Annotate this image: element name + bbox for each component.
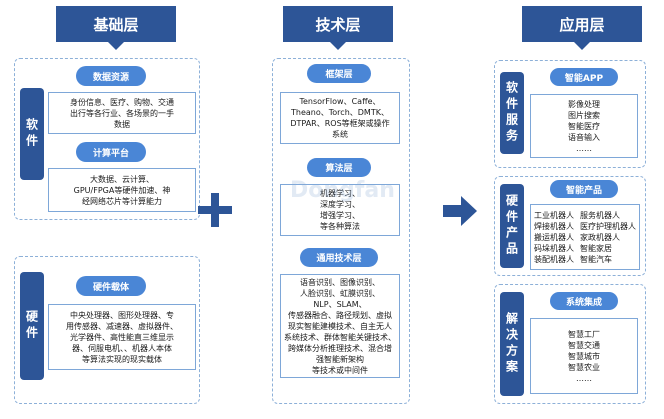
app-hardware-tab: 硬件产品 (500, 184, 524, 268)
text-line: 等技术或中间件 (312, 365, 368, 375)
text-line: 数据 (114, 119, 130, 129)
text-line: 中央处理器、图形处理器、专 (70, 310, 174, 320)
text-line: 大数据、云计算、 (89, 174, 154, 184)
list-item: 工业机器人 (534, 210, 574, 220)
list-item: 智慧工厂 (568, 329, 600, 339)
text-line: TensorFlow、Caffe、 (299, 97, 381, 106)
smart-app-title: 智能APP (550, 68, 618, 86)
header-tech-layer: 技术层 (283, 6, 393, 50)
text-line: 强智能新架构 (316, 354, 364, 364)
list-item: …… (576, 373, 592, 383)
framework-title: 框架层 (307, 64, 371, 83)
app-software-tab: 软件服务 (500, 72, 524, 154)
smart-products-title: 智能产品 (550, 180, 618, 198)
algorithm-box: 机器学习、深度学习、增强学习、等各种算法 (280, 184, 400, 236)
text-line: 等各种算法 (320, 222, 360, 231)
list-item: 语音输入 (568, 132, 600, 142)
text-line: 人脸识别、虹膜识别、 (300, 288, 380, 298)
data-resources-box: 身份信息、医疗、购物、交通出行等各行业、各场景的一手数据 (48, 92, 196, 134)
text-line: 现实智能建模技术、自主无人 (288, 321, 392, 331)
text-line: Theano、Torch、DMTK、 (291, 108, 389, 117)
list-item: 影像处理 (568, 99, 600, 109)
list-item: 服务机器人 (580, 210, 620, 220)
text-line: 身份信息、医疗、购物、交通 (70, 97, 174, 107)
compute-platform-box: 大数据、云计算、GPU/FPGA等硬件加速、神经网络芯片等计算能力 (48, 168, 196, 212)
basic-hardware-tab: 硬件 (20, 272, 44, 380)
smart-app-box: 影像处理图片搜索智能医疗语音输入…… (530, 94, 638, 158)
text-line: DTPAR、ROS等框架或操作 (290, 119, 390, 128)
hardware-carrier-title: 硬件载体 (76, 276, 146, 296)
framework-box: TensorFlow、Caffe、 Theano、Torch、DMTK、 DTPAR… (280, 92, 400, 144)
list-item: 搬运机器人 (534, 232, 574, 242)
list-item: …… (576, 143, 592, 153)
list-item: 智能医疗 (568, 121, 600, 131)
list-item: 医疗护理机器人 (580, 221, 636, 231)
text-line: 跨媒体分析推理技术、混合增 (288, 343, 392, 353)
text-line: 系统技术、群体智能关键技术、 (284, 332, 396, 342)
watermark: Dongfan (290, 178, 395, 203)
text-line: 深度学习、 (320, 200, 360, 209)
smart-products-box: 工业机器人焊接机器人搬运机器人码垛机器人装配机器人 服务机器人医疗护理机器人家政… (530, 204, 640, 270)
list-item: 码垛机器人 (534, 243, 574, 253)
text-line: 等算法实现的现实载体 (82, 354, 162, 364)
list-item: 智慧交通 (568, 340, 600, 350)
list-item: 智能家居 (580, 243, 612, 253)
text-line: 光学器件、高性能直三维显示 (70, 332, 174, 342)
header-basic-layer: 基础层 (56, 6, 176, 50)
system-integration-title: 系统集成 (550, 292, 618, 310)
text-line: 传感器融合、路径规划、虚拟 (288, 310, 392, 320)
general-tech-box: 语音识别、图像识别、人脸识别、虹膜识别、NLP、SLAM、传感器融合、路径规划、… (280, 274, 400, 378)
list-item: 焊接机器人 (534, 221, 574, 231)
text-line: 用传感器、减速器、虚拟器件、 (66, 321, 178, 331)
header-app-layer: 应用层 (522, 6, 642, 50)
list-item: 图片搜索 (568, 110, 600, 120)
basic-software-tab: 软件 (20, 88, 44, 180)
app-solution-tab: 解决方案 (500, 292, 524, 396)
plus-icon (198, 193, 232, 227)
list-item: 智慧农业 (568, 362, 600, 372)
text-line: 机器学习、 (320, 189, 360, 198)
list-item: 智慧城市 (568, 351, 600, 361)
system-integration-box: 智慧工厂智慧交通智慧城市智慧农业…… (530, 318, 638, 394)
algorithm-title: 算法层 (307, 158, 371, 177)
list-item: 智能汽车 (580, 254, 612, 264)
list-item: 装配机器人 (534, 254, 574, 264)
text-line: 语音识别、图像识别、 (300, 277, 380, 287)
text-line: NLP、SLAM、 (313, 299, 367, 309)
general-tech-title: 通用技术层 (300, 248, 378, 267)
text-line: 出行等各行业、各场景的一手 (70, 108, 174, 118)
list-item: 家政机器人 (580, 232, 620, 242)
hardware-carrier-box: 中央处理器、图形处理器、专用传感器、减速器、虚拟器件、光学器件、高性能直三维显示… (48, 304, 196, 370)
text-line: 增强学习、 (320, 211, 360, 220)
data-resources-title: 数据资源 (76, 66, 146, 86)
text-line: 器、伺服电机、、机器人本体 (72, 343, 172, 353)
compute-platform-title: 计算平台 (76, 142, 146, 162)
text-line: GPU/FPGA等硬件加速、神 (73, 185, 171, 195)
text-line: 系统 (331, 130, 348, 139)
right-arrow-icon (443, 196, 477, 226)
text-line: 经网络芯片等计算能力 (81, 196, 162, 206)
